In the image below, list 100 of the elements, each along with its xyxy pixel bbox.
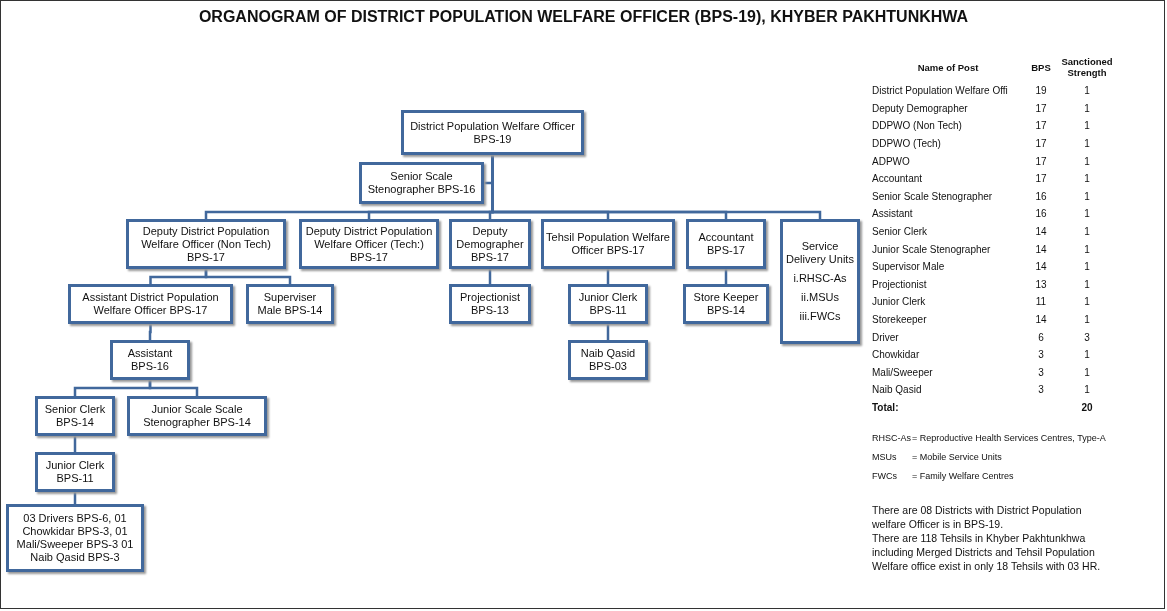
abbreviation-meaning: = Family Welfare Centres	[912, 471, 1014, 481]
bps-value: 17	[1035, 102, 1047, 114]
post-box	[246, 284, 334, 324]
connector-line	[148, 324, 152, 340]
post-name: Naib Qasid	[872, 384, 922, 396]
post-box	[449, 284, 531, 324]
strength-value: 1	[1084, 226, 1090, 238]
post-name: Junior Scale Stenographer	[872, 243, 991, 255]
post-name: Projectionist	[872, 278, 927, 290]
post-name: Chowkidar	[872, 349, 920, 361]
post-box	[110, 340, 190, 380]
abbreviation: FWCs	[872, 471, 897, 481]
column-header: Sanctioned Strength	[1060, 56, 1114, 78]
post-box	[686, 219, 766, 269]
post-label: Service Delivery Units	[785, 240, 855, 266]
strength-value: 1	[1084, 349, 1090, 361]
bps-value: 16	[1035, 190, 1047, 202]
post-name: DDPWO (Non Tech)	[872, 120, 962, 132]
bps-value: 17	[1035, 155, 1047, 167]
bps-value: 6	[1038, 331, 1044, 343]
total-label: Total:	[872, 402, 899, 413]
post-box	[126, 219, 286, 269]
post-label: ii.MSUs	[801, 291, 839, 304]
connector-line	[204, 269, 292, 284]
connector-line	[491, 155, 822, 219]
post-name: Driver	[872, 331, 899, 343]
post-label: District Population Welfare Officer BPS-19	[409, 119, 576, 146]
post-label: Senior Clerk BPS-14	[43, 403, 107, 429]
post-label: Accountant BPS-17	[697, 231, 755, 257]
post-label: 03 Drivers BPS-6, 01 Chowkidar BPS-3, 01 Mali/Sweeper BPS-3 01 Naib Qasid BPS-3	[15, 512, 135, 564]
post-label: Assistant BPS-16	[126, 347, 174, 373]
bps-value: 17	[1035, 138, 1047, 150]
bps-value: 17	[1035, 173, 1047, 185]
bps-value: 14	[1035, 314, 1047, 325]
bps-value: 11	[1035, 296, 1047, 308]
abbreviation: RHSC-As	[872, 433, 911, 443]
post-label: i.RHSC-As	[793, 272, 847, 285]
post-box	[6, 504, 144, 572]
post-name: Accountant	[872, 173, 923, 185]
bps-value: 17	[1035, 120, 1047, 132]
post-box	[541, 219, 675, 269]
strength-value: 1	[1084, 296, 1090, 308]
post-name: DDPWO (Tech)	[872, 138, 941, 150]
post-box	[401, 110, 584, 155]
bps-value: 3	[1038, 384, 1044, 396]
abbreviation: MSUs	[872, 452, 897, 462]
post-name: Assistant	[872, 208, 913, 220]
post-name: ADPWO	[872, 155, 910, 167]
post-label: Deputy District Population Welfare Officer (Tech:) BPS-17	[304, 224, 434, 264]
connector-line	[148, 380, 199, 396]
strength-value: 1	[1084, 138, 1090, 150]
strength-value: 1	[1084, 85, 1090, 97]
bps-value: 16	[1035, 208, 1047, 220]
post-box	[568, 284, 648, 324]
note-text: There are 08 Districts with District Population welfare Officer is in BPS-19.	[872, 503, 1083, 531]
post-label: Senior Scale Stenographer BPS-16	[366, 170, 477, 196]
post-box	[35, 396, 115, 436]
strength-value: 3	[1084, 331, 1090, 343]
strength-value: 1	[1084, 261, 1090, 273]
post-label: iii.FWCs	[799, 310, 841, 323]
post-name: Senior Scale Stenographer	[872, 190, 993, 202]
post-name: Supervisor Male	[872, 261, 945, 273]
strength-value: 1	[1084, 243, 1090, 255]
post-name: Storekeeper	[872, 314, 927, 325]
strength-value: 1	[1084, 208, 1090, 220]
post-label: Store Keeper BPS-14	[692, 291, 760, 317]
bps-value: 14	[1035, 261, 1047, 273]
bps-value: 13	[1035, 278, 1047, 290]
post-label: Superviser Male BPS-14	[256, 291, 324, 317]
post-name: Senior Clerk	[872, 226, 928, 238]
post-label: Tehsil Population Welfare Officer BPS-17	[546, 231, 670, 257]
bps-value: 19	[1035, 85, 1047, 97]
bps-value: 14	[1035, 226, 1047, 238]
post-box	[683, 284, 769, 324]
post-box	[780, 219, 860, 344]
column-header: Name of Post	[917, 61, 979, 73]
strength-value: 1	[1084, 384, 1090, 396]
post-label: Junior Scale Scale Stenographer BPS-14	[142, 403, 252, 429]
strength-value: 1	[1084, 102, 1090, 114]
note-text: There are 118 Tehsils in Khyber Pakhtunkhwa including Merged Districts and Tehsil Population Welfare office exist in only 18 Tehsils with 03 HR.	[872, 531, 1102, 573]
post-label: Naib Qasid BPS-03	[579, 347, 637, 373]
chart-title: ORGANOGRAM OF DISTRICT POPULATION WELFARE OFFICER (BPS-19), KHYBER PAKHTUNKHWA	[197, 8, 970, 26]
post-name: Junior Clerk	[872, 296, 926, 308]
column-header: BPS	[1031, 61, 1051, 73]
post-box	[35, 452, 115, 492]
abbreviation-meaning: = Mobile Service Units	[912, 452, 1002, 462]
strength-value: 1	[1084, 173, 1090, 185]
post-box	[68, 284, 233, 324]
post-name: District Population Welfare Offi	[872, 85, 1008, 97]
bps-value: 3	[1038, 366, 1044, 378]
bps-value: 14	[1035, 243, 1047, 255]
strength-value: 1	[1084, 278, 1090, 290]
post-name: Mali/Sweeper	[872, 366, 933, 378]
post-label: Deputy Demographer BPS-17	[455, 224, 525, 264]
bps-value: 3	[1038, 349, 1044, 361]
post-label: Deputy District Population Welfare Officer (Non Tech) BPS-17	[140, 224, 272, 264]
strength-value: 1	[1084, 190, 1090, 202]
post-box	[359, 162, 484, 204]
post-box	[127, 396, 267, 436]
strength-value: 1	[1084, 314, 1090, 325]
